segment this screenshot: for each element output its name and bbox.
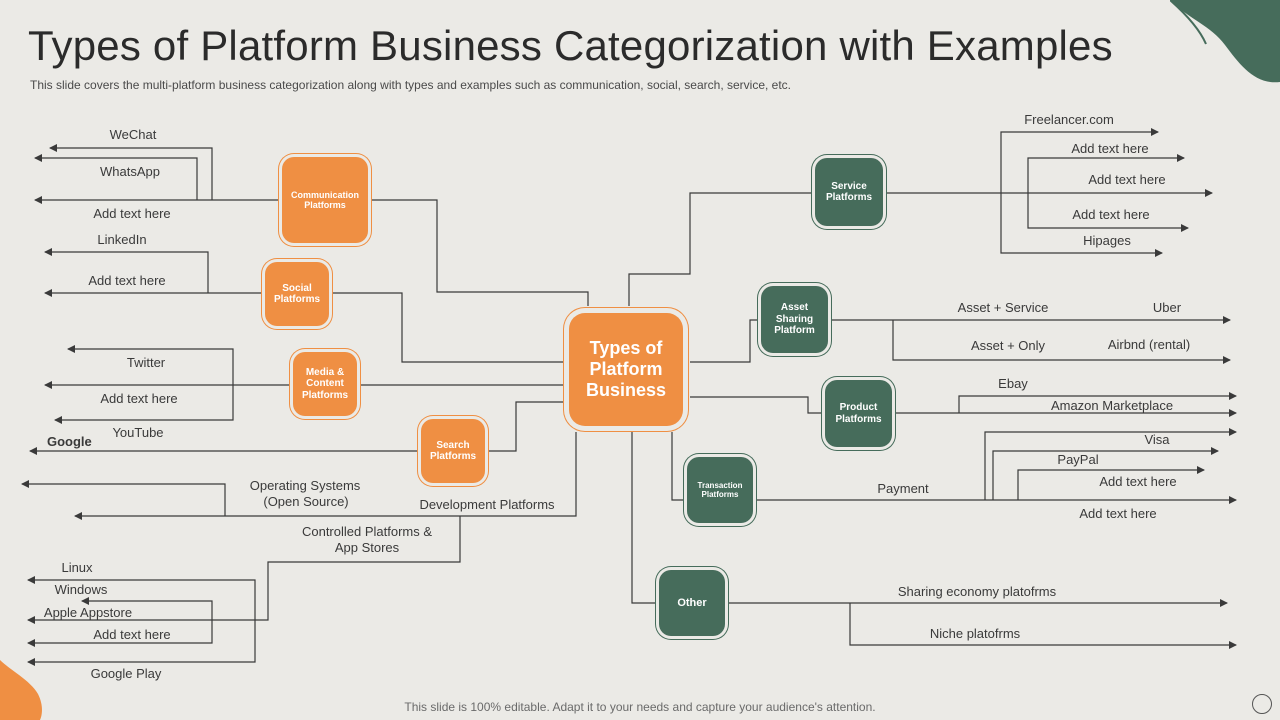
label-service-add3: Add text here xyxy=(1072,207,1150,222)
label-freelancer: Freelancer.com xyxy=(1024,112,1114,127)
transaction-platforms-label: Transaction Platforms xyxy=(697,480,743,499)
communication-platforms-label: Communication Platforms xyxy=(290,189,359,210)
search-platforms-label: Search Platforms xyxy=(429,439,477,463)
center-label: Types of Platform Business xyxy=(585,338,667,400)
product-platforms-label: Product Platforms xyxy=(835,402,882,425)
label-service-add1: Add text here xyxy=(1071,141,1149,156)
label-amazon: Amazon Marketplace xyxy=(1050,398,1174,413)
label-airbnb: Airbnd (rental) xyxy=(1107,337,1191,352)
label-whatsapp: WhatsApp xyxy=(100,164,160,179)
product-platforms-node[interactable]: Product Platforms xyxy=(825,380,892,447)
label-youtube: YouTube xyxy=(112,425,164,440)
label-ctrl-add: Add text here xyxy=(93,627,171,642)
center-node[interactable]: Types of Platform Business xyxy=(569,313,683,426)
other-node[interactable]: Other xyxy=(659,570,725,636)
label-niche: Niche platofrms xyxy=(929,626,1021,641)
label-google: Google xyxy=(47,434,92,449)
label-googleplay: Google Play xyxy=(90,666,162,681)
label-linux: Linux xyxy=(61,560,93,575)
label-windows: Windows xyxy=(54,582,108,597)
label-dev-platforms: Development Platforms xyxy=(419,497,555,512)
social-platforms-label: Social Platforms xyxy=(273,282,321,306)
service-platforms-node[interactable]: Service Platforms xyxy=(815,158,883,226)
label-sharing: Sharing economy platofrms xyxy=(897,584,1057,599)
service-platforms-label: Service Platforms xyxy=(825,180,873,204)
label-ctrl-line1: Controlled Platforms & xyxy=(301,524,433,539)
media-content-platforms-node[interactable]: Media & Content Platforms xyxy=(293,352,357,416)
other-label: Other xyxy=(677,596,707,609)
corner-decoration-bottom-left xyxy=(0,660,42,720)
communication-platforms-node[interactable]: Communication Platforms xyxy=(282,157,368,243)
asset-sharing-platform-label: Asset Sharing Platform xyxy=(774,302,815,337)
label-ebay: Ebay xyxy=(998,376,1028,391)
asset-sharing-platform-node[interactable]: Asset Sharing Platform xyxy=(761,286,828,353)
label-visa: Visa xyxy=(1144,432,1170,447)
label-paypal: PayPal xyxy=(1057,452,1099,467)
label-hipages: Hipages xyxy=(1083,233,1131,248)
media-content-platforms-label: Media & Content Platforms xyxy=(301,366,349,401)
label-media-add: Add text here xyxy=(100,391,178,406)
label-comm-add: Add text here xyxy=(93,206,171,221)
search-platforms-node[interactable]: Search Platforms xyxy=(421,419,485,483)
page-title: Types of Platform Business Categorizatio… xyxy=(28,22,1113,69)
label-os-line2: (Open Source) xyxy=(263,494,349,509)
corner-decoration-top-right xyxy=(1170,0,1280,83)
social-platforms-node[interactable]: Social Platforms xyxy=(265,262,329,326)
label-payment: Payment xyxy=(877,481,929,496)
label-asset-only: Asset + Only xyxy=(970,338,1046,353)
label-trans-add1: Add text here xyxy=(1099,474,1177,489)
label-ctrl-line2: App Stores xyxy=(334,540,400,555)
label-wechat: WeChat xyxy=(109,127,157,142)
label-trans-add2: Add text here xyxy=(1079,506,1157,521)
label-os-line1: Operating Systems xyxy=(249,478,361,493)
label-uber: Uber xyxy=(1152,300,1182,315)
label-apple: Apple Appstore xyxy=(43,605,133,620)
label-twitter: Twitter xyxy=(126,355,166,370)
label-linkedin: LinkedIn xyxy=(97,232,147,247)
page-subtitle: This slide covers the multi-platform bus… xyxy=(30,78,792,92)
label-asset-service: Asset + Service xyxy=(957,300,1049,315)
label-service-add2: Add text here xyxy=(1088,172,1166,187)
label-social-add: Add text here xyxy=(88,273,166,288)
footer-text: This slide is 100% editable. Adapt it to… xyxy=(404,700,876,714)
transaction-platforms-node[interactable]: Transaction Platforms xyxy=(687,457,753,523)
circle-icon xyxy=(1252,694,1272,714)
